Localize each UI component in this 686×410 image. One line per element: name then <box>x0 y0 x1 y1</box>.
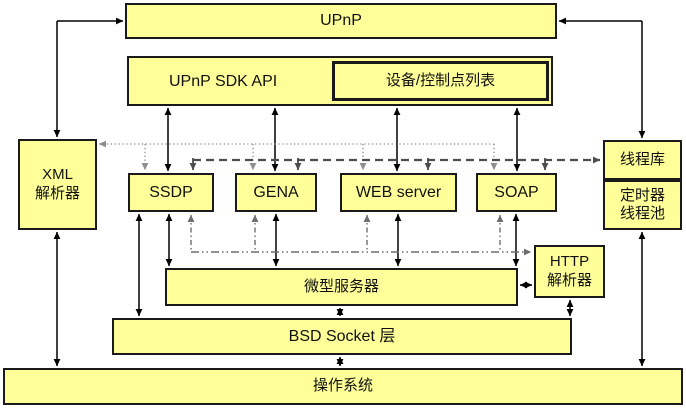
xml-parser-box: XML 解析器 <box>18 139 97 230</box>
xml-parser-label-line1: XML <box>42 166 73 184</box>
gena-box: GENA <box>235 173 317 212</box>
soap-box: SOAP <box>476 173 557 212</box>
soap-label: SOAP <box>494 183 539 201</box>
ssdp-box: SSDP <box>128 173 214 212</box>
operating-system-label: 操作系统 <box>312 377 373 395</box>
mini-server-label: 微型服务器 <box>303 277 379 295</box>
timer-thread-pool-box: 定时器 线程池 <box>603 180 682 230</box>
xml-parser-label-line2: 解析器 <box>34 184 80 202</box>
upnp-label: UPnP <box>320 12 362 30</box>
bsd-socket-layer-label: BSD Socket 层 <box>288 327 396 345</box>
gena-label: GENA <box>253 183 299 201</box>
operating-system-box: 操作系统 <box>3 368 683 405</box>
upnp-sdk-api-label: UPnP SDK API <box>169 73 278 90</box>
bsd-socket-layer-box: BSD Socket 层 <box>112 318 572 355</box>
thread-library-label: 线程库 <box>619 150 665 168</box>
mini-server-box: 微型服务器 <box>165 268 518 306</box>
thread-pool-label: 线程池 <box>619 205 665 222</box>
device-control-point-list-box: 设备/控制点列表 <box>332 61 549 101</box>
device-control-point-list-label: 设备/控制点列表 <box>385 71 496 89</box>
http-parser-box: HTTP 解析器 <box>534 245 605 298</box>
timer-label: 定时器 <box>619 186 665 204</box>
dashed-bus <box>189 156 601 171</box>
web-server-label: WEB server <box>355 183 442 201</box>
dashdot-bus <box>187 214 532 256</box>
ssdp-label: SSDP <box>149 183 193 201</box>
dotted-bus <box>98 140 498 171</box>
http-parser-label-line1: HTTP <box>549 253 590 271</box>
web-server-box: WEB server <box>340 173 457 212</box>
http-parser-label-line2: 解析器 <box>546 271 592 289</box>
upnp-box: UPnP <box>125 3 557 39</box>
thread-library-box: 线程库 <box>603 140 682 180</box>
